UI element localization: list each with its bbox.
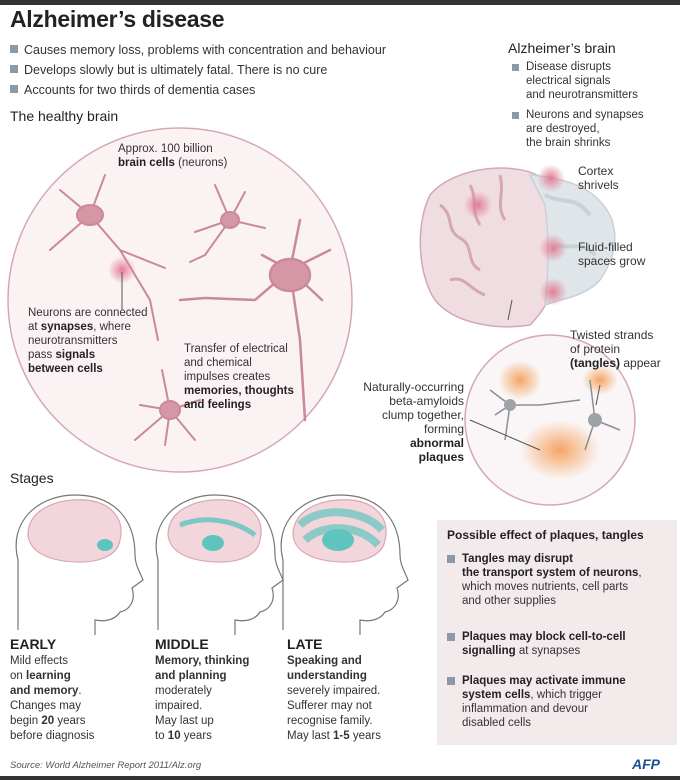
late-stage-text: Speaking and understanding severely impa… [287,655,381,742]
bullet-square-icon [10,65,18,73]
bullet-2: Develops slowly but is ultimately fatal.… [10,63,327,77]
neuron-icon [49,174,166,341]
stages-heading: Stages [10,470,54,486]
early-stage-head-icon [15,494,144,635]
effects-item-2: Plaques may block cell-to-cell signallin… [447,630,672,658]
effects-item-3: Plaques may activate immune system cells… [447,674,672,730]
source-note: Source: World Alzheimer Report 2011/Alz.… [10,760,202,771]
late-stage-head-icon [280,494,409,635]
effects-heading: Possible effect of plaques, tangles [447,528,644,542]
bottom-bar [0,776,680,780]
effects-box: Possible effect of plaques, tangles Tang… [437,520,677,745]
neuron-icon [189,184,266,263]
transfer-label: Transfer of electrical and chemical impu… [184,343,294,411]
alzheimers-brain-icon [419,164,616,328]
bullet-square-icon [10,45,18,53]
tangles-label: Twisted strands of protein (tangles) app… [570,328,661,370]
plaques-tangles-circle [464,334,636,506]
bullet-square-icon [512,64,519,71]
bullet-square-icon [447,633,455,641]
bullet-3: Accounts for two thirds of dementia case… [10,83,255,97]
effects-item-1: Tangles may disrupt the transport system… [447,552,672,608]
bullet-1: Causes memory loss, problems with concen… [10,43,386,57]
middle-stage-head-icon [155,494,284,635]
afp-logo: AFP [632,756,660,772]
bullet-square-icon [447,555,455,563]
healthy-brain-heading: The healthy brain [10,108,119,124]
early-stage-title: EARLY [10,636,57,652]
early-stage-text: Mild effects on learning and memory. Cha… [10,655,95,742]
neuron-icon [178,218,332,422]
bullet-square-icon [512,112,519,119]
late-stage-title: LATE [287,636,323,652]
bullet-square-icon [447,677,455,685]
brain-cells-label: Approx. 100 billion brain cells (neurons… [118,143,228,169]
plaques-label: Naturally-occurring beta-amyloids clump … [363,380,464,464]
synapses-label: Neurons are connected at synapses, where… [28,307,148,375]
middle-stage-title: MIDDLE [155,636,209,652]
page-title: Alzheimer’s disease [10,6,225,32]
neuron-icon [134,369,201,446]
bullet-square-icon [10,85,18,93]
middle-stage-text: Memory, thinking and planning moderately… [155,655,250,742]
alzheimers-brain-heading: Alzheimer’s brain [508,40,616,56]
synapse-glow-icon [108,256,136,284]
top-bar [0,0,680,5]
